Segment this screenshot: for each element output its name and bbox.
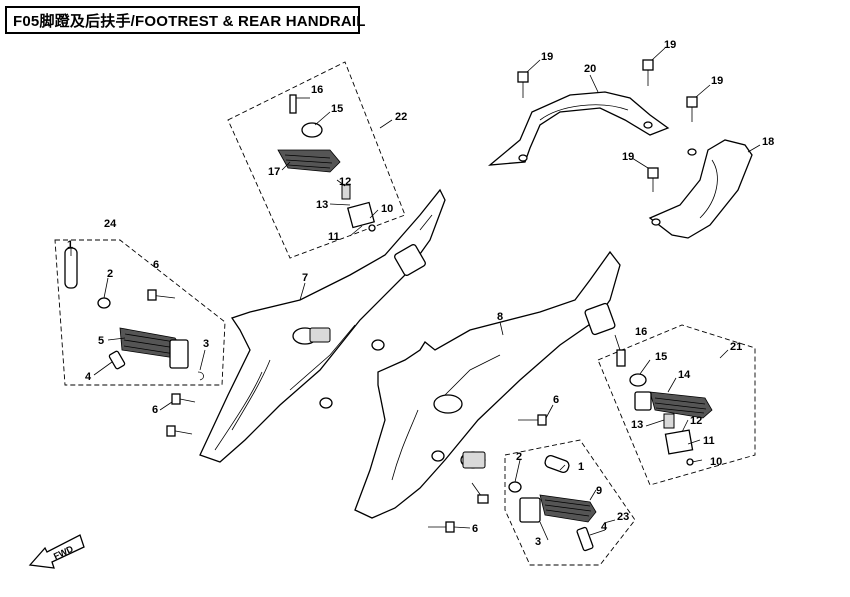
callout-5: 5	[98, 335, 104, 347]
callout-23: 23	[617, 511, 629, 523]
callout-1-lower: 1	[578, 461, 584, 473]
group-22-boundary	[227, 61, 406, 259]
callout-1-left: 1	[67, 239, 73, 251]
callout-24: 24	[104, 218, 117, 230]
callout-3-left: 3	[203, 338, 209, 350]
callout-20: 20	[584, 63, 596, 75]
callout-2-lower: 2	[516, 451, 522, 463]
rear-handrail-right	[648, 139, 753, 239]
callout-6-d: 6	[472, 523, 478, 535]
callout-22: 22	[395, 111, 407, 123]
forward-direction-arrow: FWD	[28, 534, 85, 569]
leader-lines	[70, 47, 761, 541]
group-24-boundary	[54, 239, 226, 386]
callout-17: 17	[268, 166, 280, 178]
callout-11-lower: 11	[703, 435, 715, 447]
callout-13-upper: 13	[316, 199, 328, 211]
callout-2-left: 2	[107, 268, 113, 280]
callout-14: 14	[678, 369, 691, 381]
callout-6-b: 6	[152, 404, 158, 416]
left-footpeg-assembly	[64, 247, 204, 381]
callout-18: 18	[762, 136, 774, 148]
callout-19-d: 19	[622, 151, 634, 163]
callout-15-upper: 15	[331, 103, 343, 115]
callout-12-lower: 12	[690, 415, 702, 427]
callout-16-lower: 16	[635, 326, 647, 338]
callout-19-b: 19	[664, 39, 676, 51]
callout-4-lower: 4	[601, 521, 608, 533]
callout-6-c: 6	[553, 394, 559, 406]
callout-6-a: 6	[153, 259, 159, 271]
callout-labels: 1 2 3 4 5 6 6 7 8 9 10 10 11 11 12 12 13…	[67, 39, 774, 548]
group-21-boundary	[597, 324, 756, 486]
lower-footpeg-assembly	[508, 455, 597, 552]
callout-21: 21	[730, 341, 742, 353]
left-footrest-bracket	[199, 188, 446, 463]
diagram-title: F05脚蹬及后扶手/FOOTREST & REAR HANDRAIL	[5, 6, 365, 34]
callout-12-upper: 12	[339, 176, 351, 188]
callout-4-left: 4	[85, 371, 92, 383]
handrail-bolts	[517, 59, 698, 226]
rear-handrail-left	[487, 91, 670, 166]
mounting-bolts	[147, 289, 547, 533]
callout-10-upper: 10	[381, 203, 393, 215]
callout-9: 9	[596, 485, 602, 497]
upper-footpeg-assembly	[277, 94, 376, 232]
callout-10-lower: 10	[710, 456, 722, 468]
callout-15-lower: 15	[655, 351, 667, 363]
group-23-boundary	[504, 439, 636, 566]
callout-7: 7	[302, 272, 308, 284]
callout-16-upper: 16	[311, 84, 323, 96]
callout-13-lower: 13	[631, 419, 643, 431]
callout-3-lower: 3	[535, 536, 541, 548]
right-footrest-bracket	[354, 250, 621, 519]
callout-8: 8	[497, 311, 503, 323]
callout-19-a: 19	[541, 51, 553, 63]
right-footpeg-assembly	[616, 349, 713, 466]
callout-19-c: 19	[711, 75, 723, 87]
callout-11-upper: 11	[328, 231, 340, 243]
